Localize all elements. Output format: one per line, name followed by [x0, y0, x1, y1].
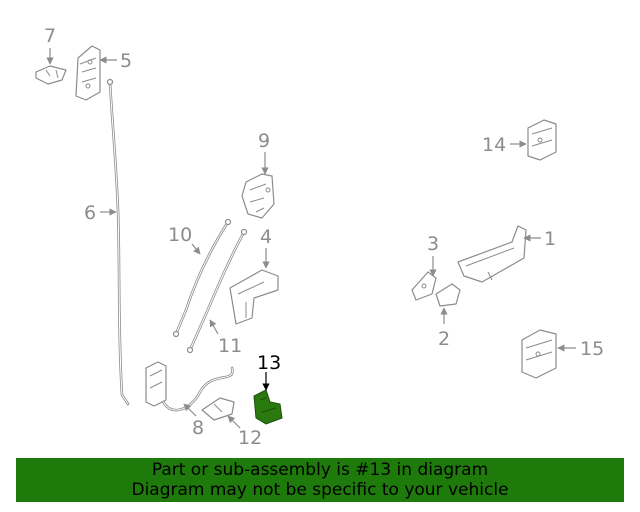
callout-2: 2 [438, 328, 450, 350]
banner-line-2: Diagram may not be specific to your vehi… [131, 480, 509, 500]
banner-line-1: Part or sub-assembly is #13 in diagram [151, 460, 489, 480]
part-12-bracket [201, 397, 235, 421]
callout-13: 13 [257, 352, 281, 374]
leader-8 [183, 403, 197, 417]
callout-4: 4 [260, 226, 272, 248]
callout-9: 9 [258, 130, 270, 152]
part-2-cap [435, 283, 461, 307]
part-4-bracket [229, 269, 279, 325]
callout-1: 1 [544, 228, 556, 250]
part-5-latch [75, 45, 101, 101]
part-6-cable [106, 78, 130, 406]
part-1-outer-handle [457, 225, 527, 283]
part-3-cover [411, 271, 437, 301]
callout-3: 3 [427, 233, 439, 255]
part-10-rod [172, 218, 232, 338]
callout-10: 10 [168, 224, 192, 246]
part-11-rod [186, 228, 248, 354]
leader-12 [227, 415, 241, 429]
part-9-bracket [241, 173, 275, 219]
leader-10 [191, 243, 201, 255]
part-8-handle [145, 361, 234, 412]
leader-11 [209, 319, 219, 335]
callout-5: 5 [120, 50, 132, 72]
callout-12: 12 [238, 427, 262, 449]
callout-7: 7 [44, 25, 56, 47]
part-14-hinge [527, 119, 557, 161]
part-15-hinge [521, 329, 557, 379]
callout-15: 15 [580, 338, 604, 360]
part-13-highlighted [253, 389, 283, 425]
callout-6: 6 [84, 202, 96, 224]
callout-11: 11 [218, 335, 242, 357]
callout-14: 14 [482, 134, 506, 156]
part-7-bracket [35, 65, 67, 85]
info-banner: Part or sub-assembly is #13 in diagram D… [16, 458, 624, 502]
callout-8: 8 [192, 417, 204, 439]
parts-diagram: 7 5 6 9 10 4 11 8 12 13 14 1 3 2 15 [35, 25, 604, 449]
